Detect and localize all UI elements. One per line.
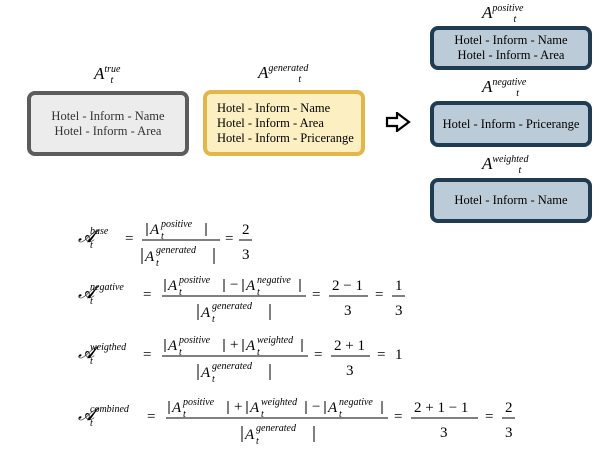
svg-text:2: 2 xyxy=(505,400,513,416)
label-generated: Ageneratedt xyxy=(258,63,309,85)
generated-act-item: Hotel - Inform - Area xyxy=(217,115,324,130)
negative-act-item: Hotel - Inform - Pricerange xyxy=(442,116,580,131)
svg-text:A: A xyxy=(200,305,211,321)
svg-text:+: + xyxy=(234,399,242,415)
equation-weighted: 𝓐 weigthed t = A positive t + A weighted… xyxy=(78,335,403,385)
svg-text:1: 1 xyxy=(395,278,403,294)
svg-text:A: A xyxy=(167,278,178,294)
svg-text:t: t xyxy=(257,347,260,358)
svg-text:generated: generated xyxy=(156,245,197,256)
svg-text:+: + xyxy=(230,337,238,353)
svg-text:t: t xyxy=(90,356,93,367)
equation-combined: 𝓐 combined t = A positive t + A weighted… xyxy=(78,397,515,447)
svg-text:=: = xyxy=(314,347,322,363)
equation-negative: 𝓐 negative t = A positive t − A negative… xyxy=(78,275,405,325)
svg-text:weigthed: weigthed xyxy=(90,342,127,353)
svg-text:t: t xyxy=(212,374,215,385)
svg-text:generated: generated xyxy=(256,423,297,434)
weighted-acts-box: Hotel - Inform - Name xyxy=(430,178,592,223)
svg-text:1: 1 xyxy=(395,347,403,363)
svg-text:−: − xyxy=(312,399,320,415)
svg-text:=: = xyxy=(394,409,402,425)
svg-text:A: A xyxy=(167,338,178,354)
svg-text:2 + 1: 2 + 1 xyxy=(334,338,365,354)
svg-text:t: t xyxy=(212,314,215,325)
svg-text:=: = xyxy=(143,287,151,303)
negative-acts-box: Hotel - Inform - Pricerange xyxy=(430,101,592,147)
svg-text:t: t xyxy=(90,240,93,251)
svg-text:=: = xyxy=(147,409,155,425)
svg-text:=: = xyxy=(312,287,320,303)
label-true: Atruet xyxy=(94,64,121,86)
true-act-item: Hotel - Inform - Area xyxy=(54,123,162,138)
generated-acts-box: Hotel - Inform - Name Hotel - Inform - A… xyxy=(203,90,365,156)
svg-text:−: − xyxy=(230,277,238,293)
svg-text:A: A xyxy=(245,278,256,294)
svg-text:3: 3 xyxy=(395,303,403,319)
svg-text:positive: positive xyxy=(182,397,215,408)
generated-act-item: Hotel - Inform - Pricerange xyxy=(217,130,354,145)
positive-act-item: Hotel - Inform - Area xyxy=(457,48,565,62)
hollow-right-arrow-icon xyxy=(385,112,411,132)
svg-text:2 + 1 − 1: 2 + 1 − 1 xyxy=(414,400,468,416)
svg-text:A: A xyxy=(249,400,260,416)
svg-text:positive: positive xyxy=(178,275,211,286)
svg-text:negative: negative xyxy=(90,282,124,293)
weighted-act-item: Hotel - Inform - Name xyxy=(454,193,568,207)
svg-text:t: t xyxy=(261,409,264,420)
svg-text:A: A xyxy=(245,338,256,354)
true-acts-box: Hotel - Inform - Name Hotel - Inform - A… xyxy=(27,91,189,156)
svg-text:A: A xyxy=(200,365,211,381)
svg-text:generated: generated xyxy=(212,301,253,312)
positive-act-item: Hotel - Inform - Name xyxy=(454,33,568,47)
positive-acts-box: Hotel - Inform - Name Hotel - Inform - A… xyxy=(430,26,592,70)
svg-text:A: A xyxy=(144,249,155,265)
svg-text:3: 3 xyxy=(242,247,250,263)
svg-text:negative: negative xyxy=(257,275,291,286)
svg-text:positive: positive xyxy=(160,219,193,230)
equations: 𝓐 base t = A positive t A generated t = … xyxy=(78,219,515,447)
svg-text:=: = xyxy=(377,347,385,363)
svg-text:t: t xyxy=(339,409,342,420)
true-act-item: Hotel - Inform - Name xyxy=(51,108,165,123)
generated-act-item: Hotel - Inform - Name xyxy=(217,100,331,115)
svg-text:t: t xyxy=(183,409,186,420)
svg-text:3: 3 xyxy=(346,363,354,379)
svg-text:=: = xyxy=(225,231,233,247)
svg-text:2 − 1: 2 − 1 xyxy=(332,278,363,294)
svg-text:t: t xyxy=(90,296,93,307)
svg-text:A: A xyxy=(327,400,338,416)
svg-text:3: 3 xyxy=(344,303,352,319)
svg-text:negative: negative xyxy=(339,397,373,408)
svg-text:t: t xyxy=(179,287,182,298)
svg-text:3: 3 xyxy=(440,425,448,441)
svg-text:t: t xyxy=(257,287,260,298)
svg-text:combined: combined xyxy=(90,404,130,415)
label-weighted: Aweightedt xyxy=(482,154,529,176)
svg-text:t: t xyxy=(161,231,164,242)
svg-text:2: 2 xyxy=(242,222,250,238)
svg-text:t: t xyxy=(256,436,259,447)
equation-base: 𝓐 base t = A positive t A generated t = … xyxy=(78,219,252,269)
svg-text:=: = xyxy=(143,347,151,363)
svg-text:A: A xyxy=(171,400,182,416)
svg-text:positive: positive xyxy=(178,335,211,346)
svg-text:A: A xyxy=(149,222,160,238)
svg-text:=: = xyxy=(125,231,133,247)
label-negative: Anegativet xyxy=(482,77,527,99)
svg-text:t: t xyxy=(90,418,93,429)
svg-text:3: 3 xyxy=(505,425,513,441)
svg-text:weighted: weighted xyxy=(261,397,298,408)
label-positive: Apositivet xyxy=(482,3,524,25)
svg-text:A: A xyxy=(244,427,255,443)
svg-text:weighted: weighted xyxy=(257,335,294,346)
svg-text:base: base xyxy=(90,226,109,237)
svg-text:=: = xyxy=(375,287,383,303)
svg-text:=: = xyxy=(485,409,493,425)
svg-text:generated: generated xyxy=(212,361,253,372)
svg-text:t: t xyxy=(156,258,159,269)
svg-text:t: t xyxy=(179,347,182,358)
